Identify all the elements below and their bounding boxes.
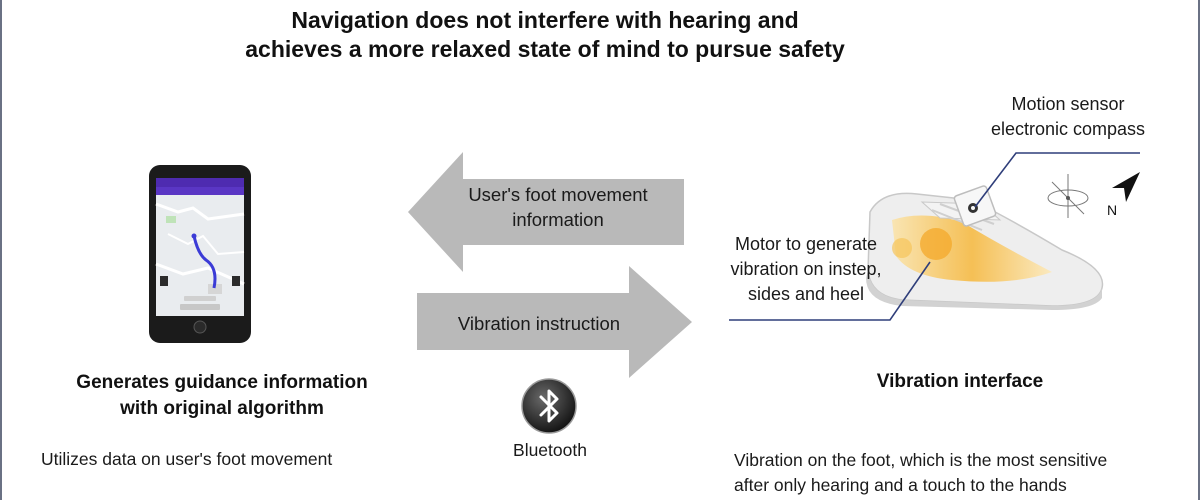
motion-axes-icon xyxy=(1047,174,1089,218)
motor-line-1: Motor to generate xyxy=(734,234,878,254)
phone-caption-line-1: Generates guidance information xyxy=(76,372,368,393)
foot-movement-line-2: information xyxy=(512,209,604,230)
vibration-instruction-label: Vibration instruction xyxy=(457,313,621,334)
vibration-interface-description: Vibration on the foot, which is the most… xyxy=(734,448,1107,498)
phone-description: Utilizes data on user's foot movement xyxy=(41,449,333,469)
foot-movement-arrow xyxy=(408,152,684,272)
phone-caption: Generates guidance information with orig… xyxy=(30,370,414,422)
north-label: N xyxy=(1107,202,1118,218)
vibration-shoe-illustration xyxy=(866,185,1104,310)
motor-line-2: vibration on instep, xyxy=(730,259,882,279)
vibration-interface-title: Vibration interface xyxy=(876,371,1044,392)
title-line-2: achieves a more relaxed state of mind to… xyxy=(245,36,845,62)
foot-movement-line-1: User's foot movement xyxy=(468,184,648,205)
phone-caption-line-2: with original algorithm xyxy=(120,398,324,419)
motor-line-3: sides and heel xyxy=(747,284,865,304)
motion-sensor-label: Motion sensor electronic compass xyxy=(968,92,1168,142)
north-arrow-icon xyxy=(1112,172,1140,202)
title-line-1: Navigation does not interfere with heari… xyxy=(291,7,799,33)
vibration-desc-line-2: after only hearing and a touch to the ha… xyxy=(734,475,1067,495)
smartphone-illustration xyxy=(149,165,251,343)
motion-sensor-line-1: Motion sensor xyxy=(1011,94,1125,114)
foot-movement-label: User's foot movement information xyxy=(448,182,668,232)
bluetooth-icon xyxy=(521,378,577,434)
vibration-desc-line-1: Vibration on the foot, which is the most… xyxy=(734,450,1108,470)
motor-label: Motor to generate vibration on instep, s… xyxy=(706,232,906,307)
motion-sensor-line-2: electronic compass xyxy=(990,119,1146,139)
vibration-instruction-arrow xyxy=(417,266,692,378)
bluetooth-label: Bluetooth xyxy=(513,440,587,460)
diagram-title: Navigation does not interfere with heari… xyxy=(0,6,1090,64)
